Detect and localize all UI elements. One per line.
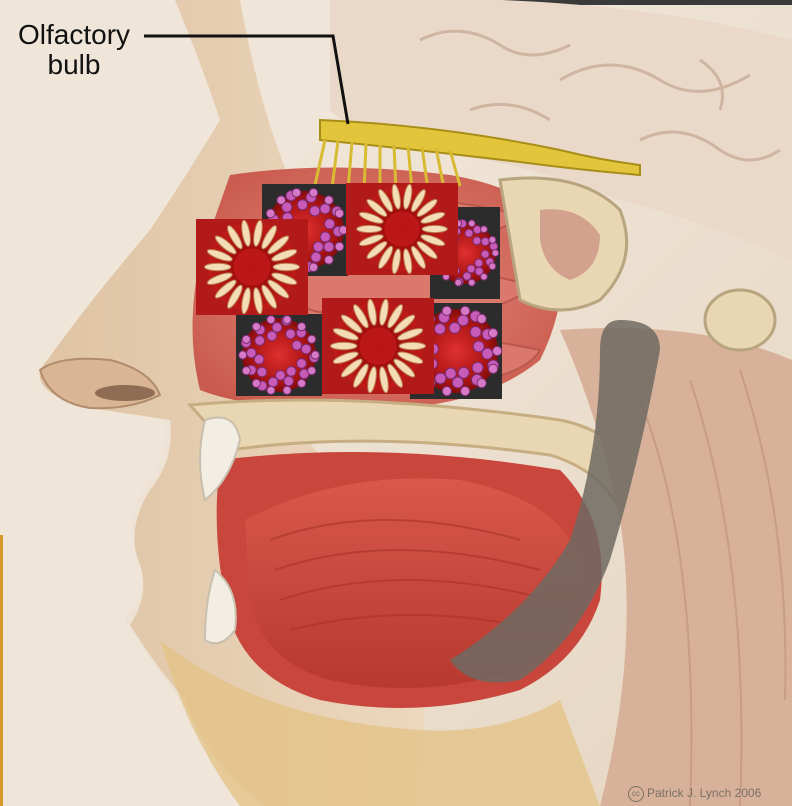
- left-edge-strip: [0, 535, 3, 806]
- nostril: [95, 385, 155, 401]
- olfactory-bulb-label-line1: Olfactory: [8, 20, 140, 50]
- virus-cross-section-tile: [346, 183, 458, 275]
- virus-cross-section-tile: [322, 298, 434, 394]
- creative-commons-icon: cc: [628, 786, 644, 802]
- credit-text: Patrick J. Lynch 2006: [647, 786, 761, 800]
- vertebra: [705, 290, 775, 350]
- virus-particle-tile: [236, 314, 322, 396]
- olfactory-bulb-label-line2: bulb: [8, 50, 140, 80]
- virus-cross-section-tile: [196, 219, 308, 315]
